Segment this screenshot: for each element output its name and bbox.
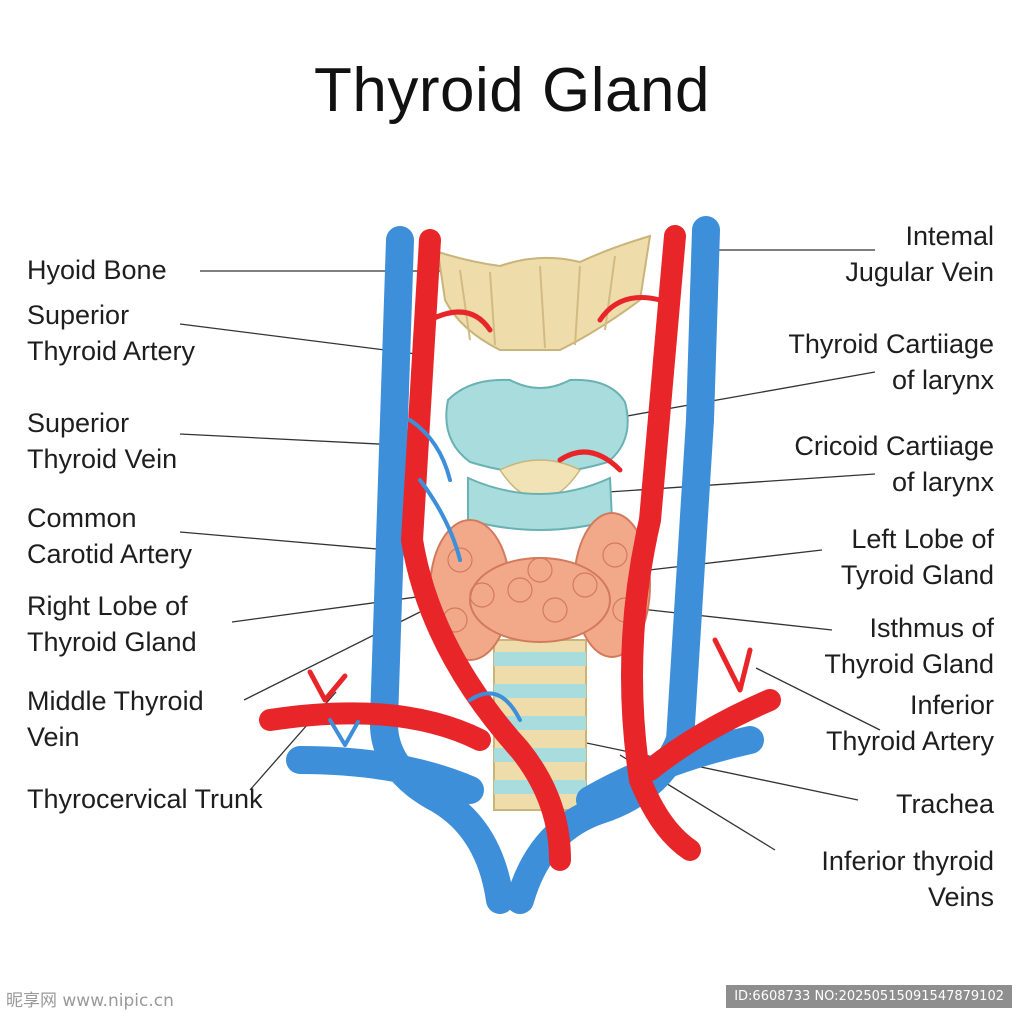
watermark-id: ID:6608733 NO:20250515091547879102 xyxy=(726,985,1012,1008)
leader-lines xyxy=(179,249,881,851)
label-superior-thyroid-vein: Superior Thyroid Vein xyxy=(27,408,178,474)
thyroid-cartilage xyxy=(445,378,629,499)
label-thyrocervical-trunk: Thyrocervical Trunk xyxy=(27,784,263,814)
common-carotid-arteries xyxy=(259,225,781,871)
label-cricoid-cartilage: Cricoid Cartiiage of larynx xyxy=(794,431,994,497)
label-inferior-thyroid-artery: Inferior Thyroid Artery xyxy=(825,690,994,756)
label-right-lobe: Right Lobe of Thyroid Gland xyxy=(27,591,197,657)
label-isthmus: Isthmus of Thyroid Gland xyxy=(824,613,994,679)
label-common-carotid-artery: Common Carotid Artery xyxy=(27,503,193,569)
label-left-lobe: Left Lobe of Tyroid Gland xyxy=(840,524,994,590)
label-thyroid-cartilage: Thyroid Cartiiage of larynx xyxy=(788,329,994,395)
label-internal-jugular-vein: Intemal Jugular Vein xyxy=(845,221,994,287)
label-inferior-thyroid-veins: Inferior thyroid Veins xyxy=(821,846,994,912)
label-hyoid-bone: Hyoid Bone xyxy=(27,255,167,285)
label-superior-thyroid-artery: Superior Thyroid Artery xyxy=(27,300,196,366)
watermark-site: 昵享网 www.nipic.cn xyxy=(6,991,174,1011)
diagram-title: Thyroid Gland xyxy=(314,56,710,125)
venous-branches xyxy=(328,418,522,747)
hyoid-bone xyxy=(436,234,652,351)
thyroid-gland xyxy=(429,512,651,661)
label-trachea: Trachea xyxy=(895,789,994,819)
label-middle-thyroid-vein: Middle Thyroid Vein xyxy=(27,686,204,752)
arterial-branches xyxy=(307,295,753,703)
